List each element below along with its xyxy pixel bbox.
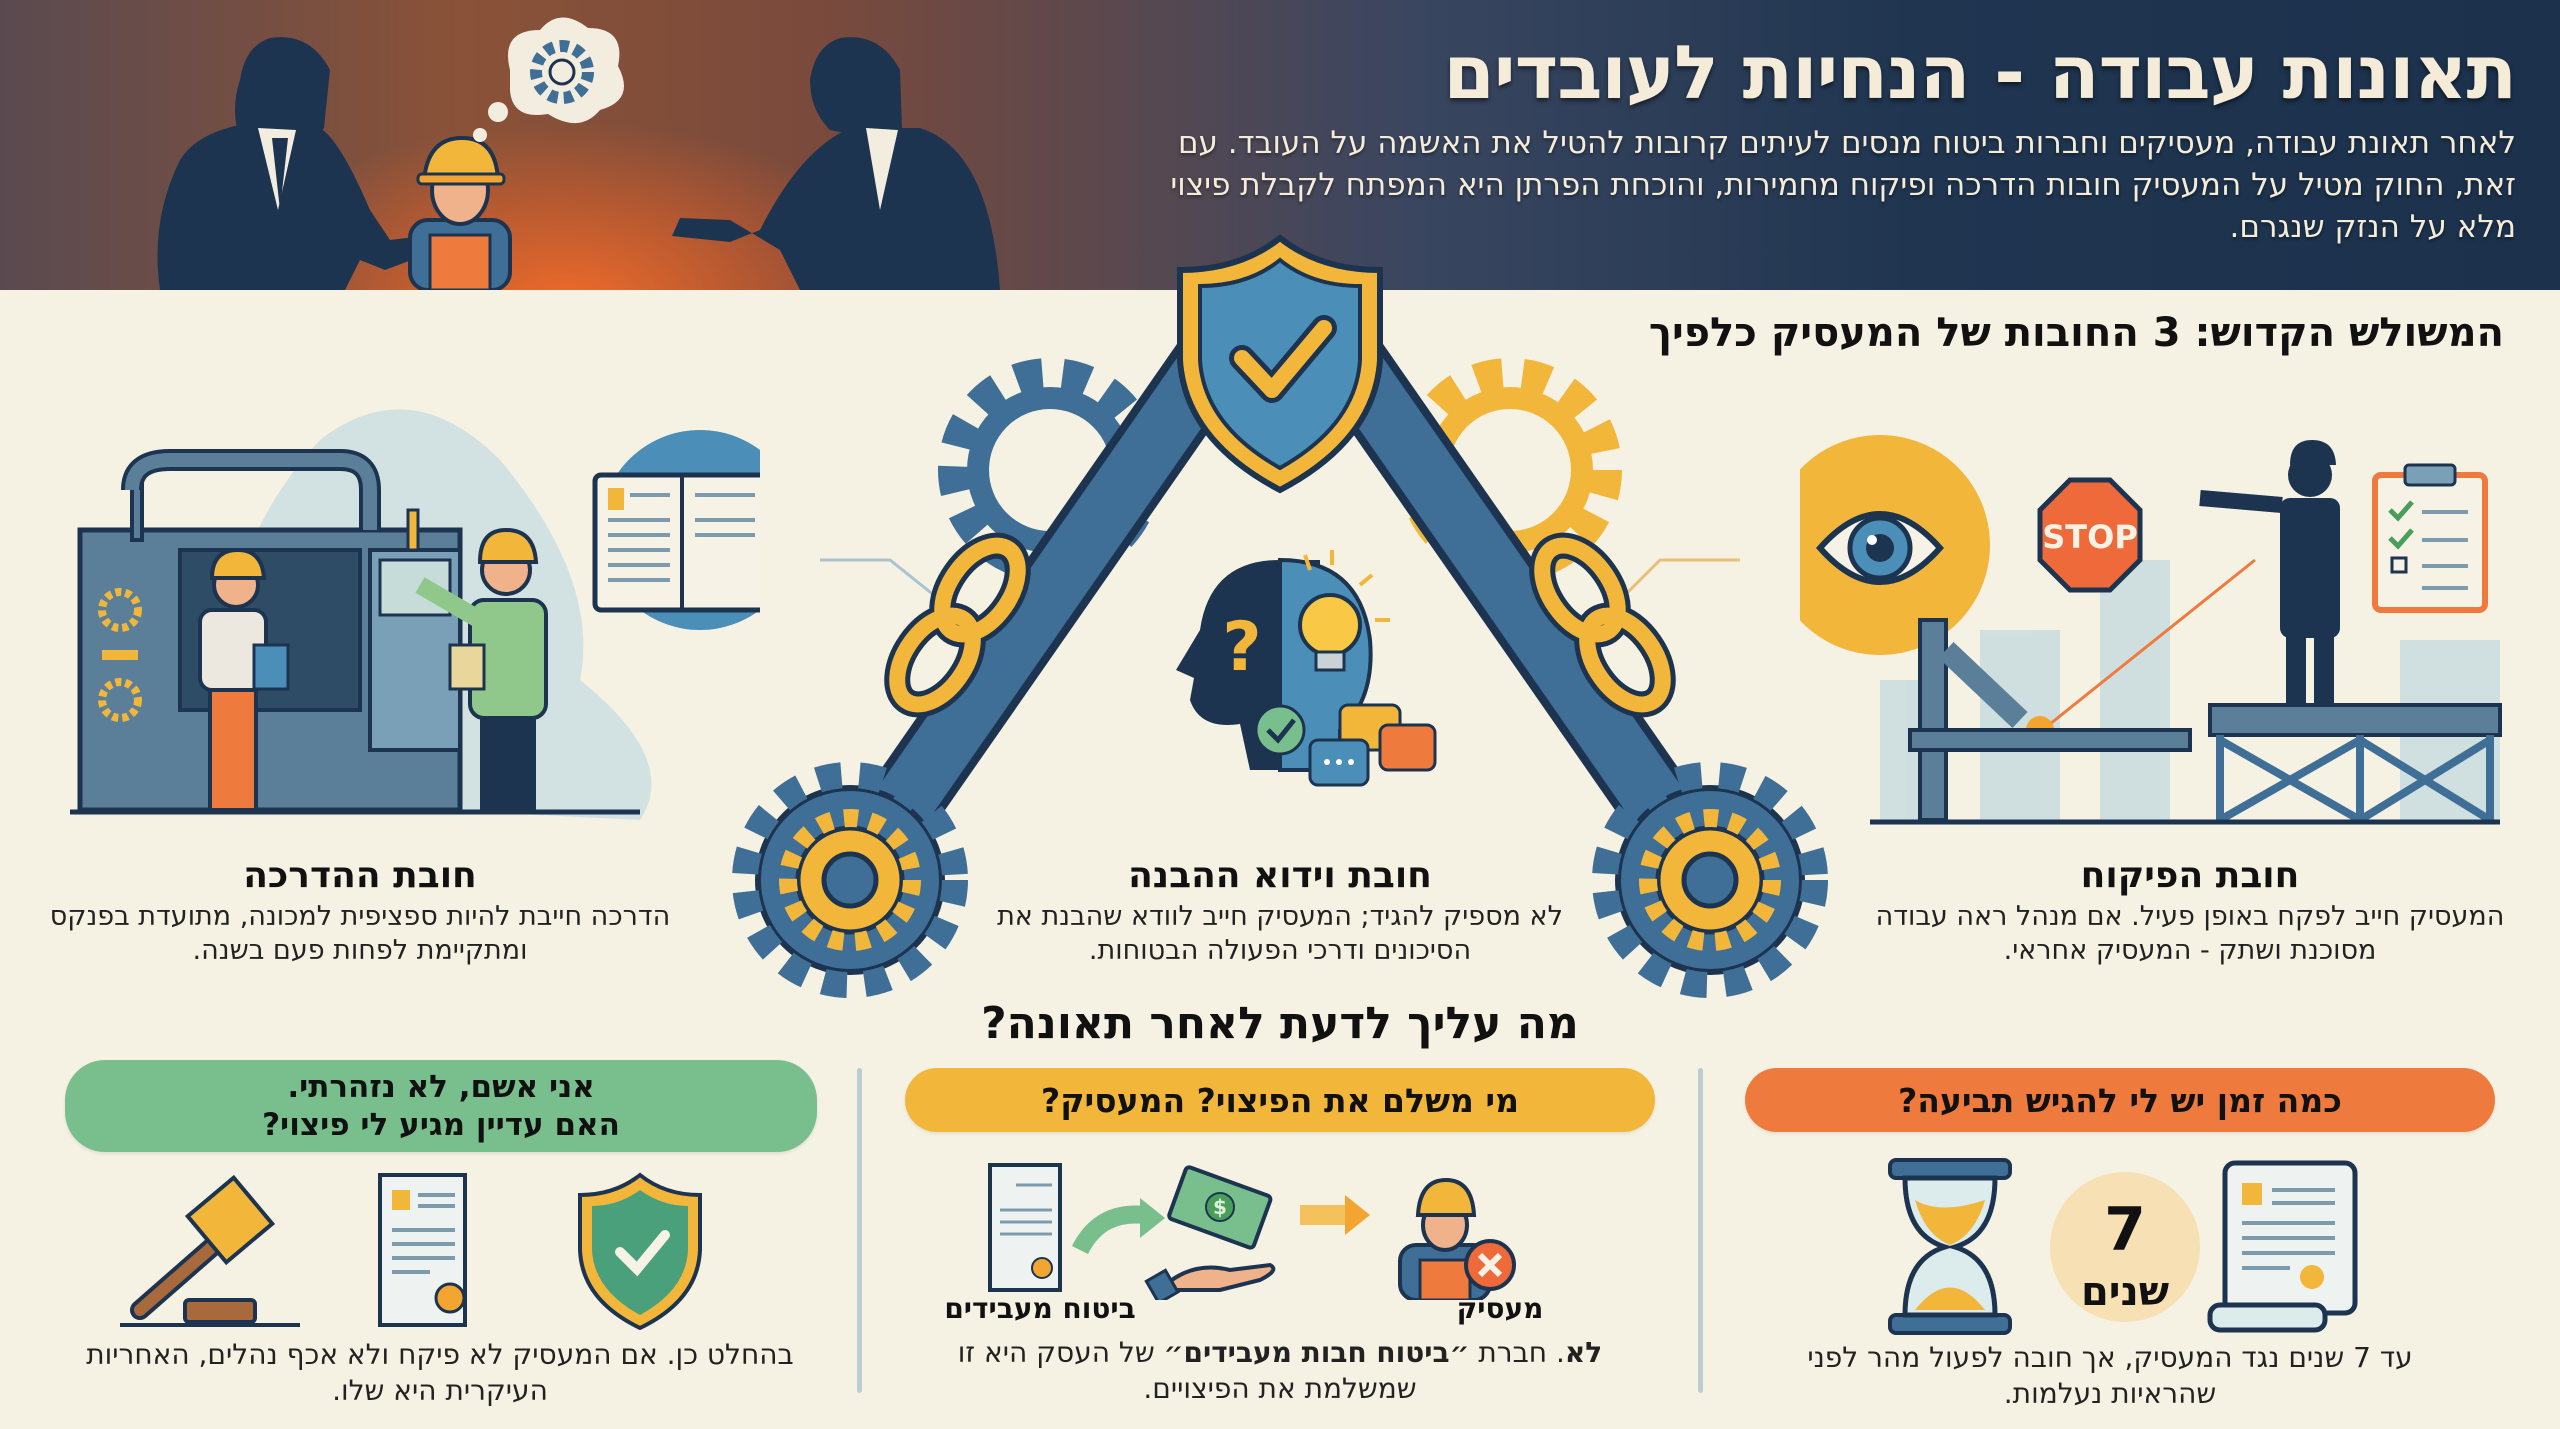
duty-title-supervision: חובת הפיקוח <box>2080 855 2300 896</box>
label-employer-insurance: ביטוח מעבידים <box>944 1292 1136 1325</box>
gavel-icon <box>120 1174 300 1327</box>
svg-text:STOP: STOP <box>2042 518 2138 556</box>
scaffold-platform <box>2208 703 2502 824</box>
blame-illustration <box>157 17 1000 290</box>
lightbulb-icon <box>1298 550 1390 672</box>
supervisor-figure <box>2199 440 2340 705</box>
thought-bubble <box>473 17 624 142</box>
checklist-clipboard-icon <box>2372 463 2488 613</box>
policy-document-icon <box>988 1163 1062 1292</box>
worker-x-icon <box>1398 1177 1516 1300</box>
eye-icon <box>1800 435 1990 655</box>
money-hand-icon: $ <box>1144 1165 1276 1300</box>
broken-gear-icon <box>530 40 594 104</box>
duty-title-training: חובת ההדרכה <box>243 855 477 896</box>
arrow-right-icon <box>1071 1205 1146 1255</box>
worker-instructor-figure <box>415 527 548 810</box>
page-title: תאונות עבודה - הנחיות לעובדים <box>1443 30 2517 116</box>
faq-section-title: מה עליך לדעת לאחר תאונה? <box>981 998 1579 1049</box>
duties-triangle-illustration: ? <box>732 234 1828 998</box>
my-fault-illustration <box>120 1172 702 1330</box>
faq-divider <box>857 1068 862 1393</box>
faq-question-time-limit: כמה זמן יש לי להגיש תביעה? <box>1745 1068 2495 1132</box>
svg-text:$: $ <box>1213 1195 1227 1219</box>
years-unit: שנים <box>2081 1269 2169 1315</box>
duties-section-title: המשולש הקדוש: 3 החובות של המעסיק כלפיך <box>1648 310 2504 356</box>
scroll-document-icon <box>2207 1160 2358 1333</box>
who-pays-illustration: $ <box>988 1163 1516 1300</box>
faq-question-who-pays: מי משלם את הפיצוי? המעסיק? <box>905 1068 1655 1132</box>
supervision-illustration: STOP <box>1800 435 2502 825</box>
worker-trainee-figure <box>198 547 290 812</box>
question-mark-icon: ? <box>1222 608 1261 687</box>
worker-figure <box>408 135 512 290</box>
check-icon <box>1254 704 1306 756</box>
intro-paragraph: לאחר תאונת עבודה, מעסיקים וחברות ביטוח מ… <box>1170 125 2516 245</box>
training-illustration <box>70 409 760 820</box>
certificate-icon <box>378 1173 467 1327</box>
gear-icon <box>732 762 968 998</box>
manager-right-figure <box>672 37 1000 290</box>
faq-answer-my-fault: בהחלט כן. אם המעסיק לא פיקח ולא אכף נהלי… <box>86 1338 794 1407</box>
laser-pointer-beam <box>2044 558 2256 730</box>
hourglass-icon <box>1888 1158 2012 1335</box>
stop-sign-icon: STOP <box>2037 477 2143 593</box>
notebook-pencil-icon <box>592 430 760 630</box>
time-limit-illustration: 7 שנים <box>1888 1158 2358 1335</box>
gear-icon <box>1592 762 1828 998</box>
duty-title-understanding: חובת וידוא ההבנה <box>1128 855 1432 896</box>
duty-text-supervision: המעסיק חייב לפקח באופן פעיל. אם מנהל ראה… <box>1875 901 2505 966</box>
faq-divider <box>1698 1068 1703 1393</box>
shirt-right <box>866 128 898 210</box>
manager-left-figure <box>157 37 438 290</box>
chat-bubbles-icon <box>1308 703 1437 787</box>
faq-answer-time-limit: עד 7 שנים נגד המעסיק, אך חובה לפעול מהר … <box>1807 1341 2413 1410</box>
years-number: 7 <box>2104 1195 2146 1265</box>
shield-check-icon <box>578 1172 702 1330</box>
duty-text-training: הדרכה חייבת להיות ספציפית למכונה, מתועדת… <box>49 901 671 966</box>
shield-check-icon <box>1177 234 1383 494</box>
faq-answer-who-pays: לא. חברת ״ביטוח חבות מעבידים״ של העסק הי… <box>957 1336 1603 1405</box>
header-banner: תאונות עבודה - הנחיות לעובדים לאחר תאונת… <box>0 0 2560 290</box>
arrow-right-icon <box>1300 1205 1345 1225</box>
faq-question-my-fault: אני אשם, לא נזהרתי. האם עדיין מגיע לי פי… <box>65 1060 817 1152</box>
label-employer: מעסיק <box>1456 1292 1544 1325</box>
duty-text-understanding: לא מספיק להגיד; המעסיק חייב לוודא שהבנת … <box>997 901 1563 966</box>
